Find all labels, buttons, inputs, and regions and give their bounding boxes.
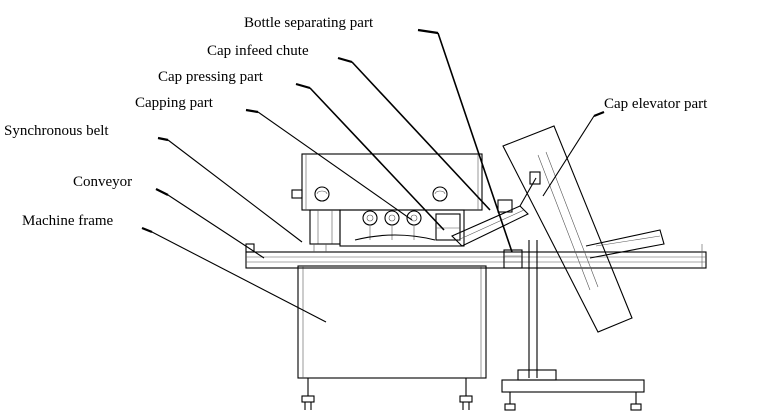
label-conveyor: Conveyor	[73, 174, 132, 190]
label-bottle-separating-part: Bottle separating part	[244, 15, 374, 31]
conveyor-rail	[245, 243, 707, 269]
cap-elevator	[501, 125, 665, 411]
cap-infeed-chute	[451, 171, 541, 247]
label-machine-frame: Machine frame	[22, 213, 114, 229]
bottle-separating-wheel	[503, 249, 523, 269]
label-synchronous-belt: Synchronous belt	[4, 123, 109, 139]
synchronous-belt-drive	[309, 209, 341, 252]
capping-heads	[339, 209, 465, 247]
label-cap-infeed-chute: Cap infeed chute	[207, 43, 309, 59]
label-cap-elevator-part: Cap elevator part	[604, 96, 708, 112]
machine-frame-body	[297, 265, 487, 410]
leader-lines	[141, 28, 605, 323]
label-capping-part: Capping part	[135, 95, 214, 111]
label-cap-pressing-part: Cap pressing part	[158, 69, 264, 85]
upper-housing	[291, 153, 483, 211]
